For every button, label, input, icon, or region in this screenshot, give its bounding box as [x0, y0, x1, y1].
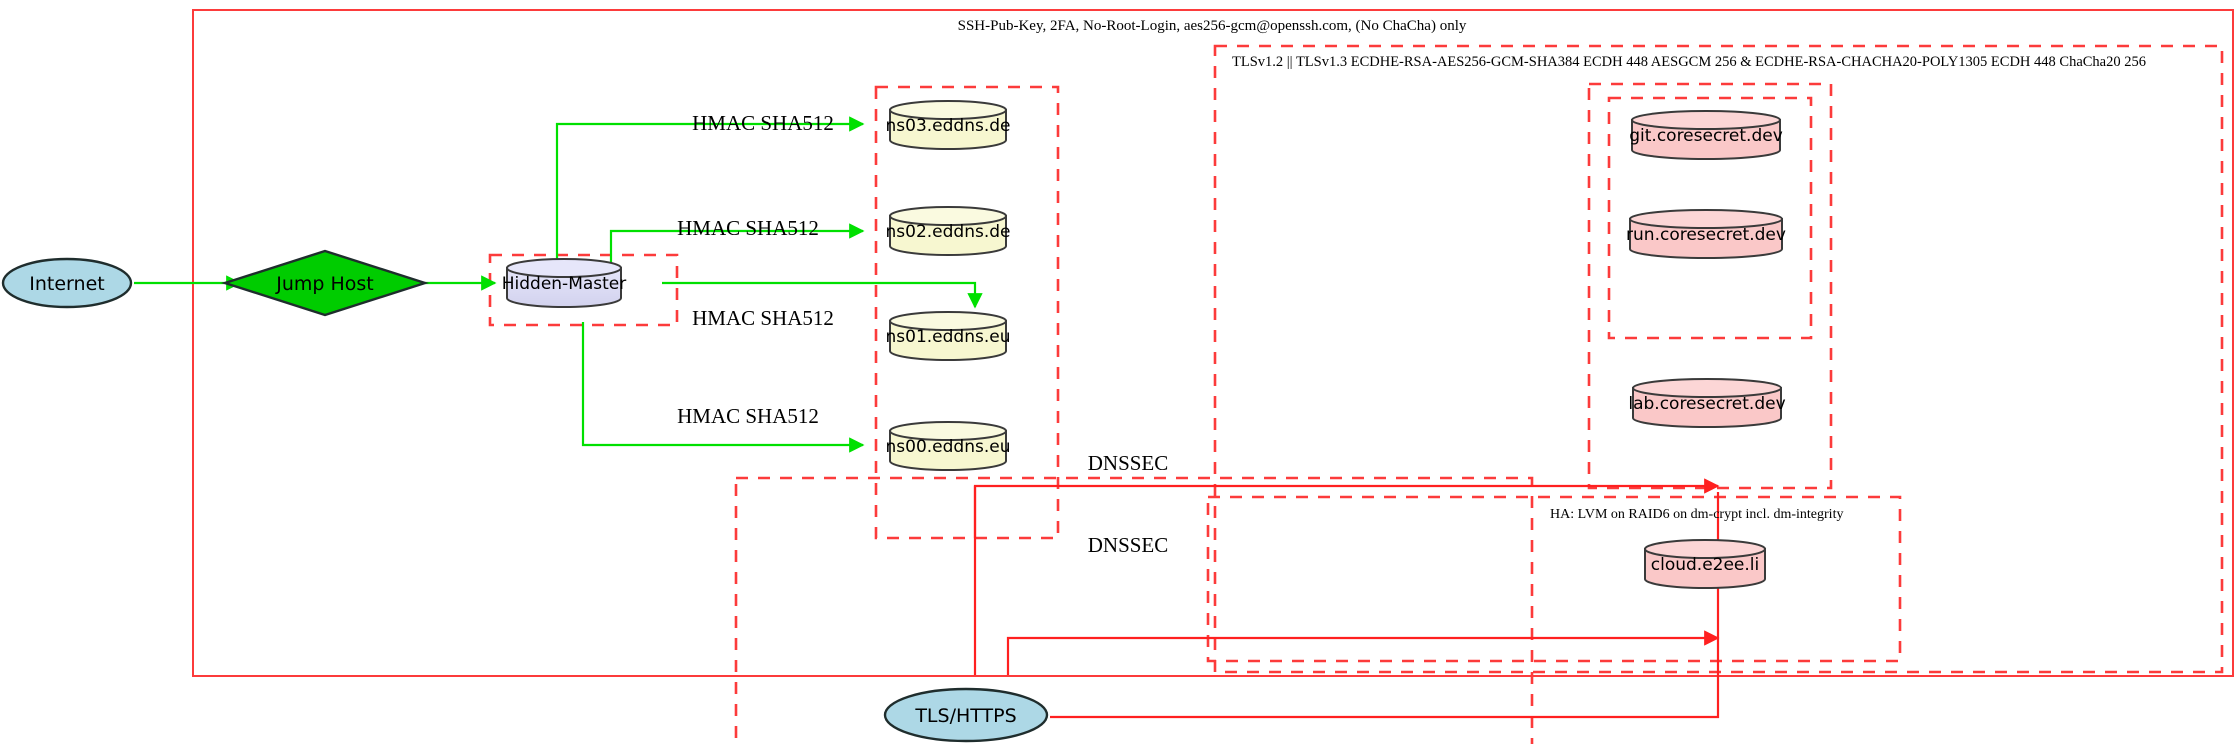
node-ns03[interactable]: ns03.eddns.de: [886, 100, 1011, 150]
node-run-coresecret[interactable]: run.coresecret.dev: [1626, 209, 1786, 259]
ns03-cylinder-body: [889, 109, 1007, 150]
cloud-cylinder-top: [1644, 539, 1766, 559]
tls-policy-label: TLSv1.2 || TLSv1.3 ECDHE-RSA-AES256-GCM-…: [1232, 54, 2146, 70]
tls-https-label: TLS/HTTPS: [914, 705, 1016, 727]
ns01-label: ns01.eddns.eu: [886, 327, 1011, 347]
ns02-cylinder-body: [889, 215, 1007, 256]
cloud-cylinder-body: [1644, 548, 1766, 589]
edge-dnssec-lower: [1006, 630, 1720, 675]
lab-label: lab.coresecret.dev: [1628, 394, 1785, 414]
node-ns02[interactable]: ns02.eddns.de: [886, 206, 1011, 256]
ns03-label: ns03.eddns.de: [886, 116, 1011, 136]
node-ns00[interactable]: ns00.eddns.eu: [886, 421, 1011, 471]
internet-label: Internet: [29, 273, 104, 295]
ns00-cylinder-body: [889, 430, 1007, 471]
git-label: git.coresecret.dev: [1629, 126, 1783, 146]
run-label: run.coresecret.dev: [1626, 225, 1786, 245]
hidden-master-cylinder-body: [506, 267, 622, 308]
node-hidden-master[interactable]: Hidden-Master: [502, 258, 627, 308]
edge-label-hmac-ns01: HMAC SHA512: [692, 306, 834, 330]
edge-label-dnssec-lower: DNSSEC: [1088, 533, 1169, 557]
zone-dnssec-lower-boundary: [734, 476, 1534, 744]
run-cylinder-body: [1629, 218, 1783, 259]
ns00-label: ns00.eddns.eu: [886, 437, 1011, 457]
node-internet[interactable]: Internet: [1, 257, 133, 309]
ns01-cylinder-body: [889, 320, 1007, 361]
edge-label-hmac-ns02: HMAC SHA512: [677, 216, 819, 240]
ns02-label: ns02.eddns.de: [886, 222, 1011, 242]
zone-nameservers-boundary: [874, 85, 1060, 540]
internet-ellipse: [1, 257, 133, 309]
node-git-coresecret[interactable]: git.coresecret.dev: [1629, 110, 1783, 160]
edge-tlshttps-to-services: [1050, 492, 1720, 719]
git-cylinder-top: [1631, 110, 1781, 130]
lab-cylinder-body: [1632, 387, 1782, 428]
node-tls-https[interactable]: TLS/HTTPS: [883, 687, 1049, 743]
zone-hidden-master-boundary: [488, 253, 679, 327]
ns00-cylinder-top: [889, 421, 1007, 441]
hidden-master-label: Hidden-Master: [502, 274, 627, 294]
node-jump-host[interactable]: Jump Host: [221, 249, 429, 317]
edge-hiddenmaster-to-ns00: [581, 322, 865, 453]
edge-hiddenmaster-to-ns03: [555, 116, 865, 262]
node-cloud-e2ee[interactable]: cloud.e2ee.li: [1644, 539, 1766, 589]
edge-label-dnssec-upper: DNSSEC: [1088, 451, 1169, 475]
lab-cylinder-top: [1632, 378, 1782, 398]
zone-ha-storage-boundary: [1206, 495, 1902, 663]
run-cylinder-top: [1629, 209, 1783, 229]
node-ns01[interactable]: ns01.eddns.eu: [886, 311, 1011, 361]
ns03-cylinder-top: [889, 100, 1007, 120]
git-cylinder-body: [1631, 119, 1781, 160]
hidden-master-cylinder-top: [506, 258, 622, 278]
jump-host-diamond: [221, 249, 429, 317]
edge-hiddenmaster-to-ns01: [662, 281, 983, 309]
edge-label-hmac-ns03: HMAC SHA512: [692, 111, 834, 135]
node-lab-coresecret[interactable]: lab.coresecret.dev: [1628, 378, 1786, 428]
storage-policy-label: HA: LVM on RAID6 on dm-crypt incl. dm-in…: [1550, 507, 1843, 522]
edge-hiddenmaster-to-ns02: [609, 223, 865, 262]
tls-https-ellipse: [883, 687, 1049, 743]
jump-host-label: Jump Host: [275, 273, 374, 295]
ssh-policy-label: SSH-Pub-Key, 2FA, No-Root-Login, aes256-…: [958, 18, 1467, 34]
cloud-label: cloud.e2ee.li: [1651, 555, 1759, 575]
edge-label-hmac-ns00: HMAC SHA512: [677, 404, 819, 428]
ns01-cylinder-top: [889, 311, 1007, 331]
zone-coresecret-outer-boundary: [1587, 82, 1833, 490]
zone-ssh-outer-boundary: [192, 9, 2234, 677]
ns02-cylinder-top: [889, 206, 1007, 226]
